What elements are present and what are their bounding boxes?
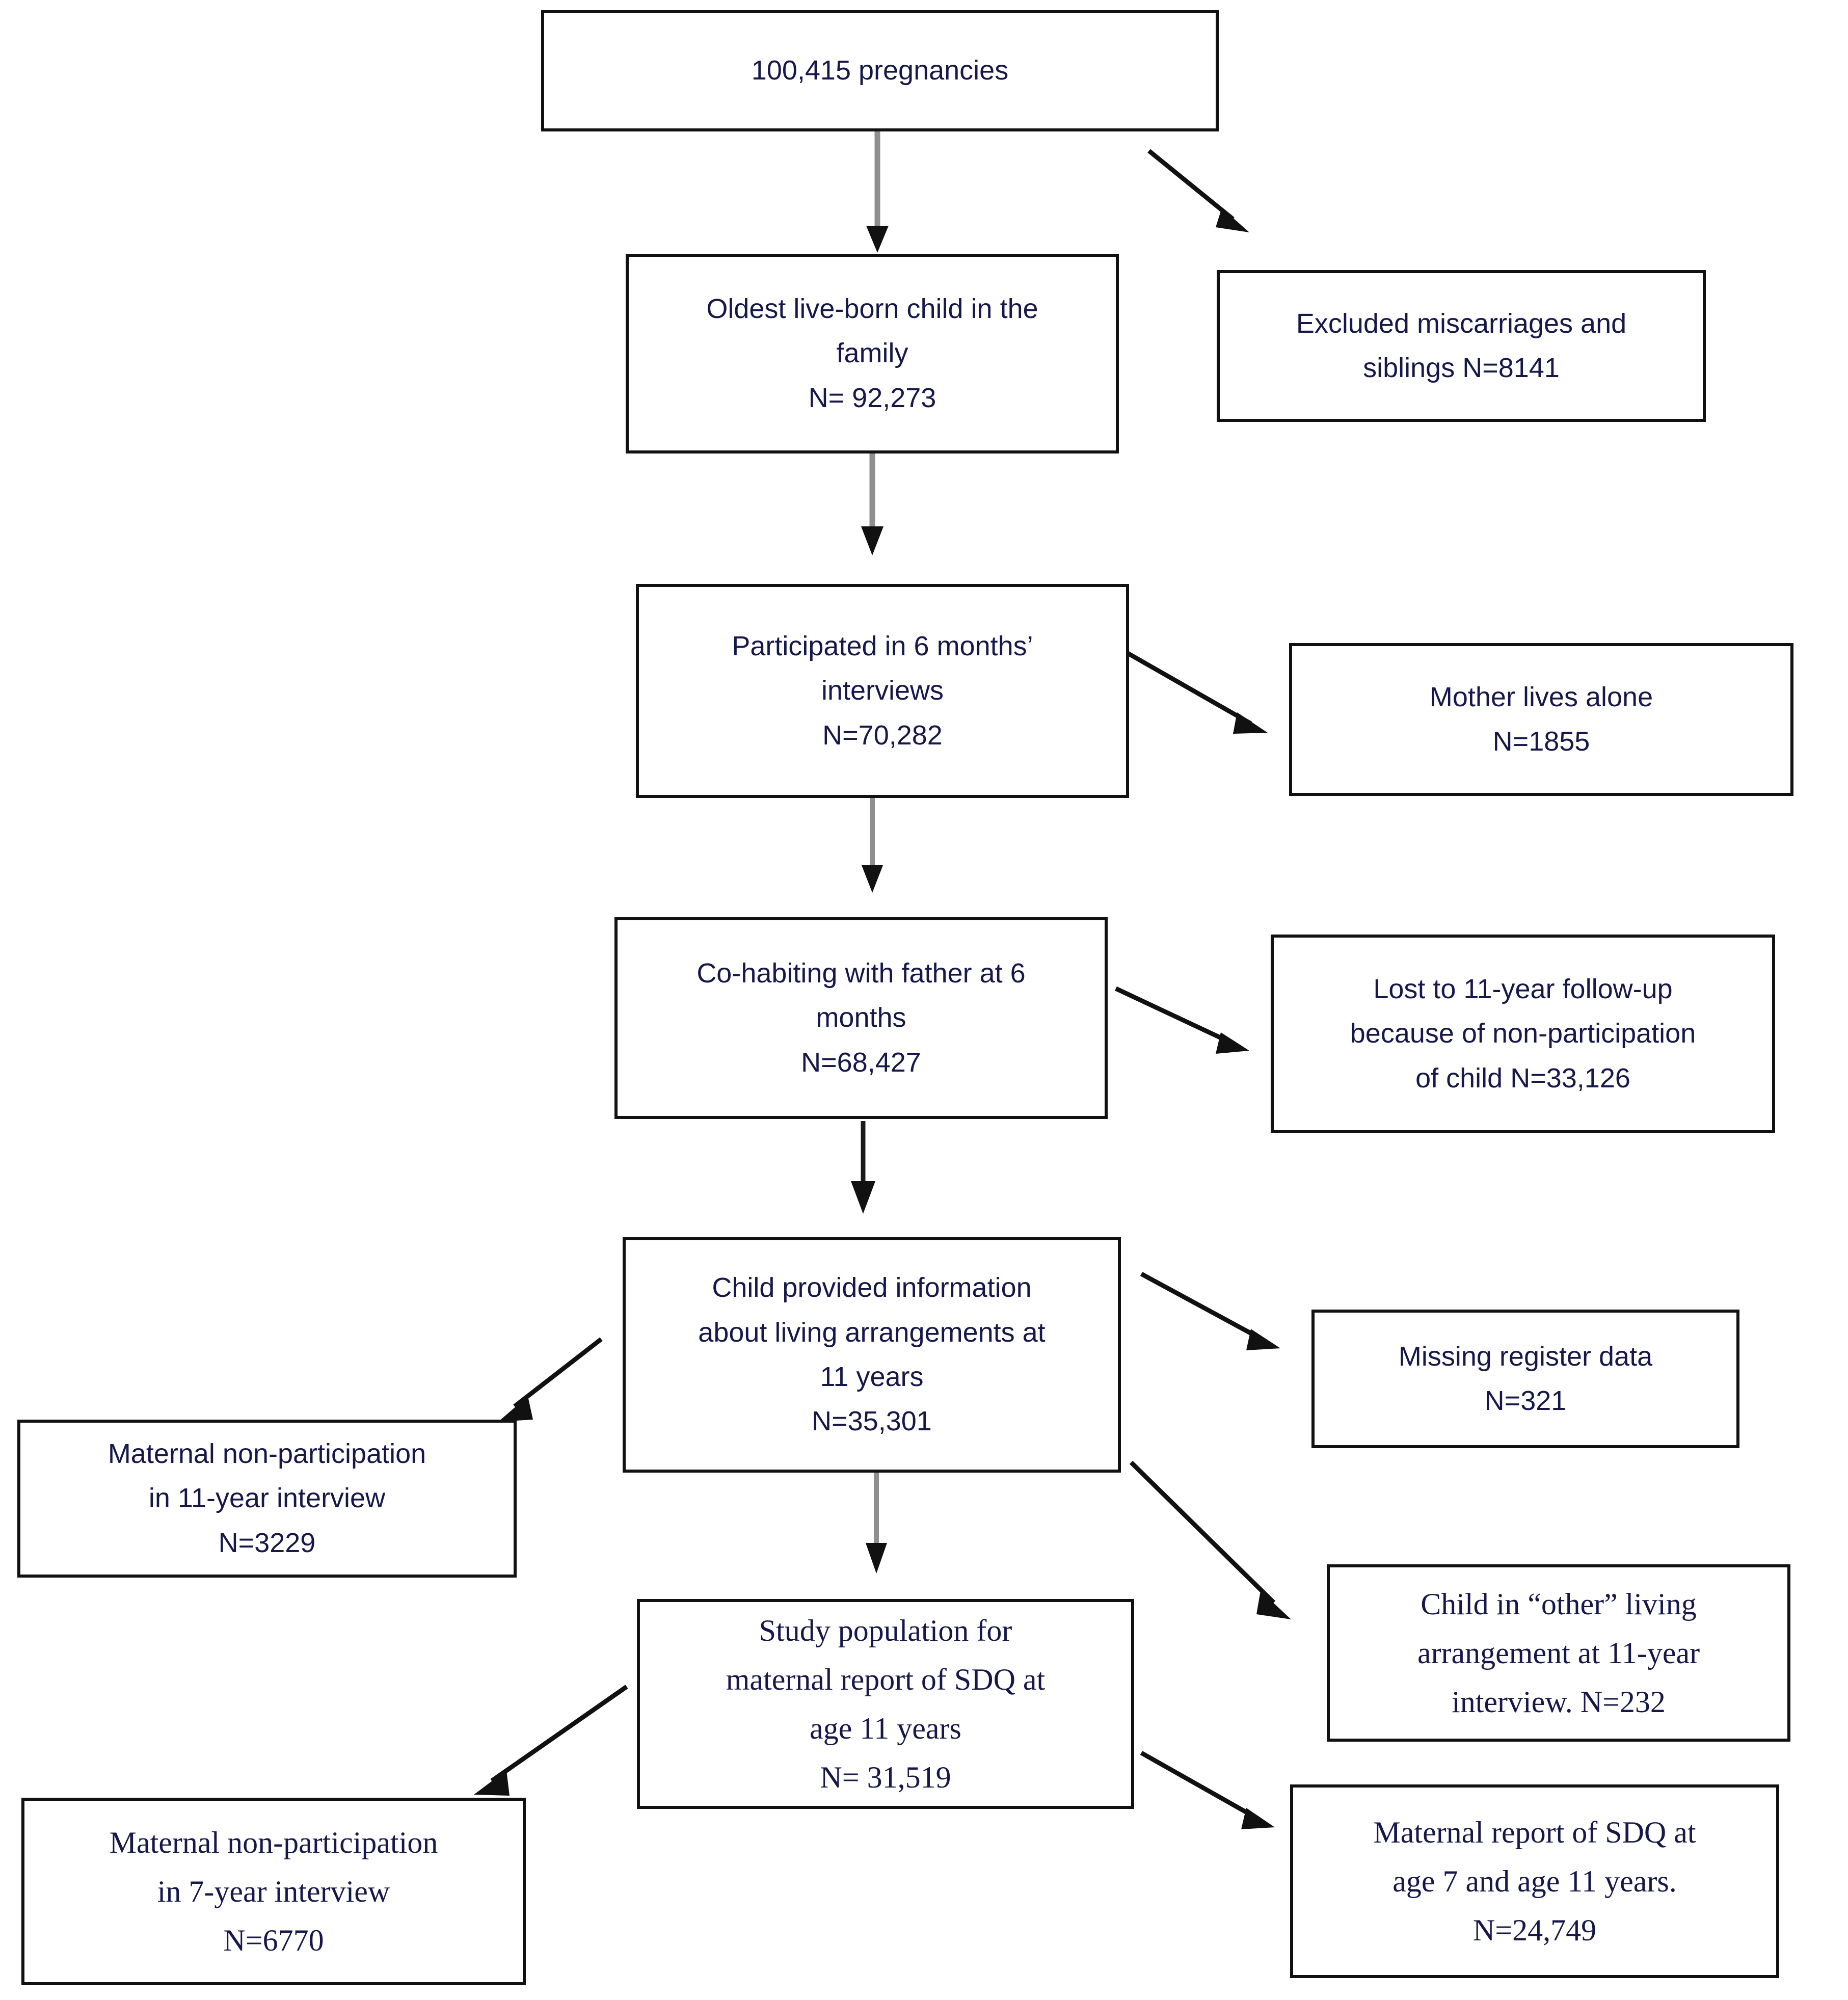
edge-participated-to-mother-alone bbox=[1124, 650, 1268, 734]
node-line: Study population for bbox=[759, 1614, 1012, 1647]
missing-register-data-box[interactable]: Missing register data N=321 bbox=[1311, 1310, 1739, 1448]
node-line: age 11 years bbox=[810, 1712, 961, 1745]
node-line: Oldest live-born child in the bbox=[706, 293, 1038, 324]
node-line: in 7-year interview bbox=[157, 1875, 390, 1908]
node-line: 11 years bbox=[820, 1362, 924, 1392]
node-line: siblings N=8141 bbox=[1363, 353, 1560, 383]
edge-pregnancies-to-excluded bbox=[1147, 149, 1249, 232]
node-line: Excluded miscarriages and bbox=[1296, 308, 1627, 339]
node-line: Missing register data bbox=[1398, 1341, 1653, 1372]
node-line: Child provided information bbox=[712, 1272, 1032, 1303]
maternal-report-sdq-age-7-and-11-box[interactable]: Maternal report of SDQ at age 7 and age … bbox=[1290, 1784, 1779, 1978]
node-line: Co-habiting with father at 6 bbox=[697, 957, 1026, 989]
edge-cohabiting-to-child-info bbox=[851, 1121, 875, 1214]
edge-child-info-to-child-other-living bbox=[1129, 1460, 1291, 1619]
node-line: Child in “other” living bbox=[1421, 1587, 1697, 1621]
edge-child-info-to-maternal-nonpart-11 bbox=[498, 1337, 603, 1422]
node-line: Participated in 6 months’ bbox=[732, 630, 1033, 661]
node-line: N=35,301 bbox=[812, 1406, 932, 1437]
node-line: N=24,749 bbox=[1472, 1913, 1597, 1947]
node-line: N=321 bbox=[1484, 1385, 1567, 1416]
oldest-live-born-child-box[interactable]: Oldest live-born child in the family N= … bbox=[626, 254, 1119, 454]
node-line: N=6770 bbox=[223, 1924, 324, 1957]
node-line: 100,415 pregnancies bbox=[751, 55, 1009, 86]
participated-6-months-interviews-box[interactable]: Participated in 6 months’ interviews N=7… bbox=[636, 584, 1129, 798]
edge-study-population-to-maternal-report bbox=[1140, 1751, 1275, 1829]
node-line: interview. N=232 bbox=[1452, 1685, 1666, 1719]
mother-lives-alone-box[interactable]: Mother lives alone N=1855 bbox=[1289, 643, 1793, 796]
edge-participated-to-cohabiting bbox=[862, 798, 883, 893]
node-line: Maternal non-participation bbox=[109, 1826, 438, 1859]
study-population-box[interactable]: Study population for maternal report of … bbox=[637, 1599, 1134, 1809]
child-other-living-arrangement-box[interactable]: Child in “other” living arrangement at 1… bbox=[1327, 1564, 1790, 1742]
edge-child-info-to-study-population bbox=[866, 1473, 887, 1574]
node-line: interviews bbox=[821, 675, 944, 706]
edge-child-info-to-missing-register bbox=[1140, 1272, 1280, 1350]
co-habiting-with-father-box[interactable]: Co-habiting with father at 6 months N=68… bbox=[614, 917, 1108, 1119]
node-line: N= 31,519 bbox=[820, 1761, 951, 1794]
node-line: in 11-year interview bbox=[148, 1483, 386, 1514]
node-line: Maternal report of SDQ at bbox=[1373, 1816, 1696, 1849]
node-line: arrangement at 11-year bbox=[1417, 1636, 1700, 1670]
maternal-non-participation-11-year-box[interactable]: Maternal non-participation in 11-year in… bbox=[17, 1420, 517, 1578]
edge-cohabiting-to-lost-followup bbox=[1115, 986, 1249, 1054]
node-line: months bbox=[816, 1002, 906, 1033]
lost-to-11-year-follow-up-box[interactable]: Lost to 11-year follow-up because of non… bbox=[1271, 935, 1775, 1133]
node-line: age 7 and age 11 years. bbox=[1392, 1864, 1677, 1898]
node-line: Maternal non-participation bbox=[108, 1438, 426, 1469]
node-line: N=3229 bbox=[218, 1527, 316, 1558]
node-line: family bbox=[836, 338, 908, 369]
node-line: because of non-participation bbox=[1350, 1018, 1696, 1049]
node-line: about living arrangements at bbox=[698, 1317, 1046, 1348]
node-line: N=68,427 bbox=[801, 1047, 921, 1078]
child-provided-information-box[interactable]: Child provided information about living … bbox=[623, 1237, 1121, 1473]
total-pregnancies-box[interactable]: 100,415 pregnancies bbox=[541, 10, 1219, 131]
edge-pregnancies-to-oldest-child bbox=[866, 131, 889, 253]
node-line: maternal report of SDQ at bbox=[726, 1663, 1046, 1696]
node-line: of child N=33,126 bbox=[1415, 1062, 1630, 1094]
maternal-non-participation-7-year-box[interactable]: Maternal non-participation in 7-year int… bbox=[21, 1798, 526, 1985]
node-line: Lost to 11-year follow-up bbox=[1373, 973, 1673, 1004]
edge-study-population-to-maternal-nonpart-7 bbox=[474, 1685, 628, 1796]
node-line: N=1855 bbox=[1492, 726, 1590, 757]
node-line: N=70,282 bbox=[822, 719, 943, 751]
excluded-miscarriages-siblings-box[interactable]: Excluded miscarriages and siblings N=814… bbox=[1217, 270, 1706, 422]
edge-oldest-child-to-participated bbox=[861, 454, 883, 555]
node-line: N= 92,273 bbox=[808, 382, 936, 413]
node-line: Mother lives alone bbox=[1429, 681, 1653, 712]
